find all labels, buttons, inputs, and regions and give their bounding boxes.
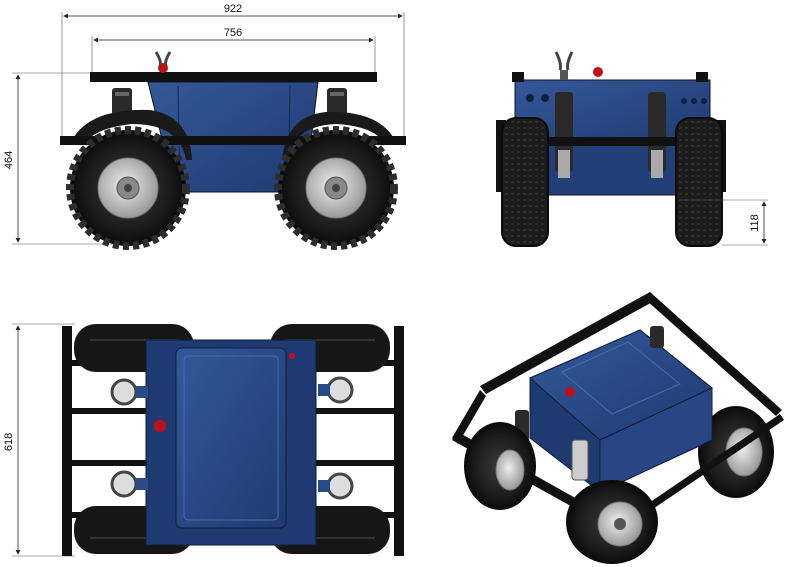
front-wheel-right [675,117,723,247]
dimension-deck-width: 756 [91,27,376,74]
front-view: 118 [496,51,768,247]
handle-icon [554,51,574,80]
emergency-stop-icon [565,387,575,397]
motor-rear-right [326,472,354,500]
dimension-overall-width: 922 [61,3,405,140]
front-frame-rail [496,137,726,146]
fender-right [282,111,396,160]
handle-icon [154,51,172,73]
iso-wheel-front-right [566,480,658,564]
height-label: 464 [3,151,15,169]
top-lid [175,347,287,529]
top-rail-right [394,326,404,556]
iso-wheel-front-left [464,422,536,510]
side-view: 922 756 464 [3,3,406,250]
overall-width-label: 922 [224,3,242,15]
top-rail-left [62,326,72,556]
wheel-left [66,126,190,250]
motor-rear-left [110,470,138,498]
wheel-right [274,126,398,250]
fender-left [72,109,192,160]
dimension-height: 464 [3,72,130,245]
deck-width-label: 756 [224,27,242,39]
motor-front-left [110,378,138,406]
ground-clearance-label: 118 [749,214,761,232]
length-label: 618 [3,433,15,451]
top-deck [90,72,377,82]
dimension-ground-clearance: 118 [680,199,768,246]
motor-front-right [326,376,354,404]
top-view: 618 [3,323,404,557]
iso-frame-front [480,292,656,394]
isometric-view [452,292,784,564]
emergency-stop-icon [154,420,166,432]
emergency-stop-icon [593,67,603,77]
iso-frame-right [646,292,782,416]
front-wheel-left [501,117,549,247]
side-frame-rail [60,136,406,145]
